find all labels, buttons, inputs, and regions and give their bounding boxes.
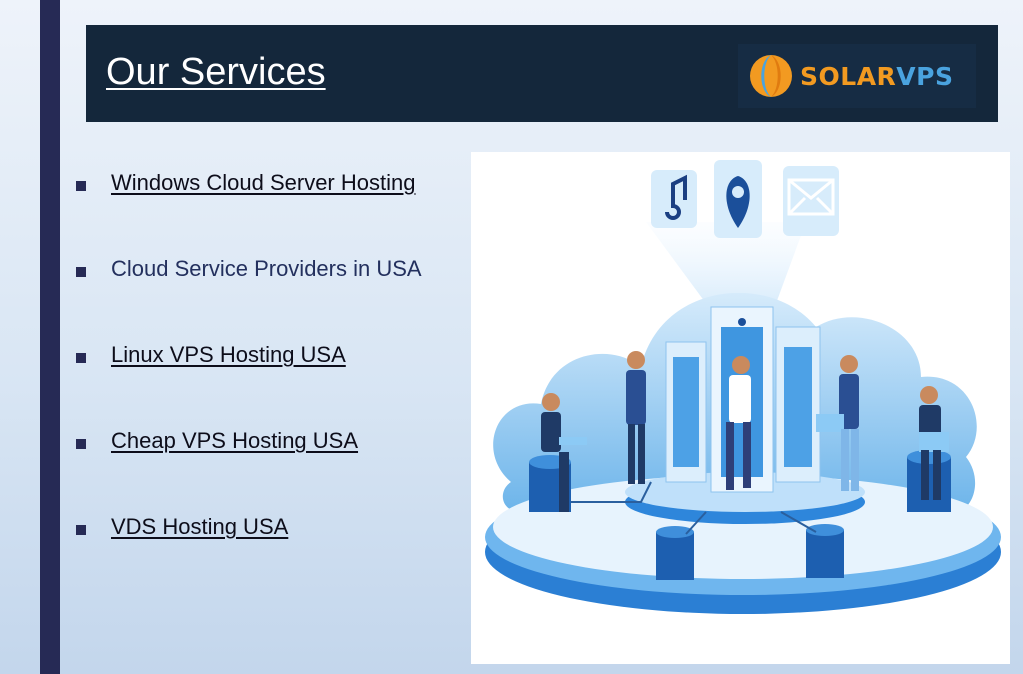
solarvps-logo-icon: [750, 55, 792, 97]
list-item: Cloud Service Providers in USA: [76, 256, 422, 342]
left-accent-bar: [40, 0, 60, 674]
bullet-square-icon: [76, 353, 86, 363]
list-item: VDS Hosting USA: [76, 514, 422, 600]
mail-icon: [783, 166, 839, 236]
logo-wordmark: SOLARVPS: [800, 61, 954, 91]
database-center-icon: [656, 526, 694, 580]
service-text-cloud-providers: Cloud Service Providers in USA: [111, 256, 422, 281]
bullet-square-icon: [76, 525, 86, 535]
light-beam: [646, 222, 806, 317]
location-pin-icon: [714, 160, 762, 238]
service-link-vds[interactable]: VDS Hosting USA: [111, 514, 289, 539]
music-icon: [651, 170, 697, 228]
person-standing-left: [626, 351, 646, 484]
network-lines: [571, 481, 817, 535]
database-right-icon: [806, 524, 844, 578]
server-rack-left: [665, 341, 707, 483]
list-item: Linux VPS Hosting USA: [76, 342, 422, 428]
person-center: [726, 356, 751, 490]
service-link-cheap-vps[interactable]: Cheap VPS Hosting USA: [111, 428, 359, 453]
list-item: Cheap VPS Hosting USA: [76, 428, 422, 514]
service-link-linux-vps[interactable]: Linux VPS Hosting USA: [111, 342, 346, 367]
bullet-square-icon: [76, 267, 86, 277]
services-list: Windows Cloud Server Hosting Cloud Servi…: [76, 170, 422, 600]
solarvps-logo: SOLARVPS: [738, 44, 976, 108]
page-title: Our Services: [106, 51, 326, 93]
person-sitting-left: [541, 393, 587, 512]
cloud-server-illustration: [471, 152, 1010, 664]
bullet-square-icon: [76, 439, 86, 449]
bullet-square-icon: [76, 181, 86, 191]
person-right: [816, 355, 859, 491]
service-link-windows-cloud[interactable]: Windows Cloud Server Hosting: [111, 170, 416, 195]
server-rack-right: [775, 326, 821, 483]
header-banner: Our Services SOLARVPS: [86, 25, 998, 122]
person-far-right: [919, 386, 949, 500]
list-item: Windows Cloud Server Hosting: [76, 170, 422, 256]
